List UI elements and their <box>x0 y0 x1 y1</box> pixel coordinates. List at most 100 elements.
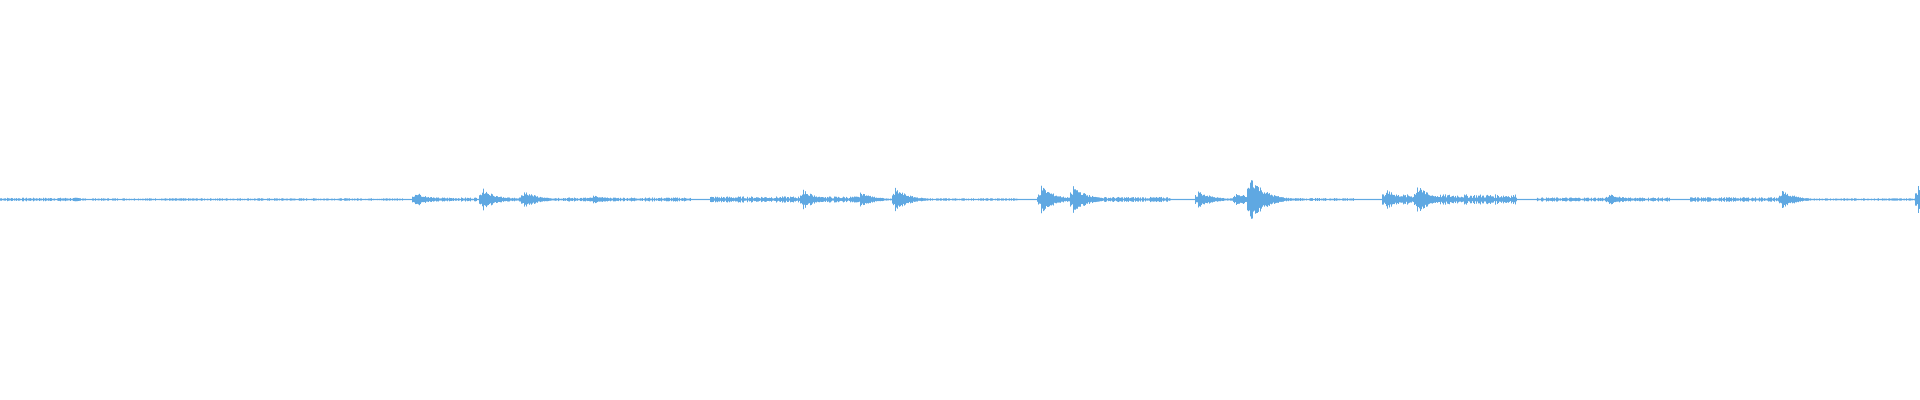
waveform-sample-bar <box>1404 195 1405 204</box>
waveform-sample-bar <box>253 198 254 201</box>
waveform-sample-bar <box>621 198 622 201</box>
waveform-sample-bar <box>45 197 46 202</box>
waveform-sample-bar <box>55 198 56 201</box>
waveform-sample-bar <box>666 197 667 202</box>
waveform-sample-bar <box>1140 197 1141 202</box>
waveform-sample-bar <box>1909 198 1910 201</box>
waveform-sample-bar <box>1259 191 1260 208</box>
waveform-sample-bar <box>235 198 236 201</box>
waveform-sample-bar <box>1322 198 1323 201</box>
waveform-sample-bar <box>1571 197 1572 202</box>
waveform-sample-bar <box>147 198 148 201</box>
waveform-sample-bar <box>1452 196 1453 203</box>
waveform-sample-bar <box>877 197 878 202</box>
waveform-sample-bar <box>1551 198 1552 201</box>
waveform-sample-bar <box>668 197 669 202</box>
waveform-sample-bar <box>1345 198 1346 201</box>
waveform-sample-bar <box>1430 195 1431 204</box>
waveform-sample-bar <box>1852 198 1853 201</box>
waveform-sample-bar <box>670 198 671 201</box>
waveform-sample-bar <box>581 197 582 202</box>
waveform-sample-bar <box>1625 197 1626 202</box>
waveform-sample-bar <box>1201 193 1202 206</box>
waveform-sample-bar <box>966 198 967 201</box>
waveform-sample-bar <box>1168 198 1169 201</box>
waveform-sample-bar <box>1136 198 1137 201</box>
waveform-sample-bar <box>1790 195 1791 204</box>
waveform-sample-bar <box>368 198 369 201</box>
waveform-sample-bar <box>1657 198 1658 201</box>
waveform-sample-bar <box>1487 194 1488 205</box>
waveform-sample-bar <box>1578 197 1579 202</box>
waveform-sample-bar <box>1137 197 1138 202</box>
waveform-sample-bar <box>963 198 964 201</box>
waveform-sample-bar <box>460 198 461 201</box>
waveform-sample-bar <box>1880 198 1881 201</box>
waveform-sample-bar <box>945 198 946 201</box>
waveform-sample-bar <box>632 198 633 201</box>
waveform-sample-bar <box>1730 197 1731 202</box>
waveform-sample-bar <box>1336 198 1337 201</box>
waveform-sample-bar <box>1407 194 1408 205</box>
waveform-sample-bar <box>841 198 842 201</box>
waveform-sample-bar <box>1300 197 1301 202</box>
waveform-sample-bar <box>1443 194 1444 205</box>
waveform-sample-bar <box>1149 198 1150 201</box>
waveform-sample-bar <box>599 197 600 202</box>
waveform-sample-bar <box>1208 196 1209 203</box>
waveform-sample-bar <box>1627 198 1628 201</box>
waveform-sample-bar <box>756 197 757 202</box>
waveform-sample-bar <box>1508 196 1509 203</box>
waveform-sample-bar <box>521 195 522 204</box>
waveform-sample-bar <box>85 198 86 201</box>
waveform-sample-bar <box>1904 198 1905 201</box>
waveform-sample-bar <box>997 198 998 201</box>
waveform-sample-bar <box>1038 194 1039 205</box>
waveform-sample-bar <box>794 197 795 202</box>
waveform-sample-bar <box>1001 198 1002 201</box>
waveform-sample-bar <box>224 198 225 201</box>
waveform-sample-bar <box>1329 198 1330 201</box>
waveform-sample-bar <box>1355 198 1356 201</box>
waveform-sample-bar <box>1275 195 1276 204</box>
waveform-sample-bar <box>838 196 839 203</box>
waveform-sample-bar <box>1230 198 1231 201</box>
waveform-sample-bar <box>508 197 509 202</box>
waveform-sample-bar <box>1183 198 1184 201</box>
waveform-sample-bar <box>128 198 129 201</box>
waveform-sample-bar <box>717 196 718 203</box>
waveform-sample-bar <box>1750 198 1751 201</box>
waveform-sample-bar <box>861 193 862 206</box>
waveform-sample-bar <box>1264 192 1265 207</box>
waveform-sample-bar <box>1388 193 1389 206</box>
waveform-sample-bar <box>939 198 940 201</box>
waveform-sample-bar <box>736 197 737 202</box>
waveform-sample-bar <box>836 196 837 203</box>
waveform-sample-bar <box>1384 196 1385 203</box>
waveform-sample-bar <box>1810 198 1811 201</box>
waveform-sample-bar <box>1642 197 1643 202</box>
waveform-sample-bar <box>796 198 797 201</box>
waveform-sample-bar <box>360 198 361 201</box>
waveform-sample-bar <box>1475 197 1476 202</box>
waveform-sample-bar <box>1387 190 1388 209</box>
playhead-cursor[interactable] <box>1918 186 1919 213</box>
waveform-sample-bar <box>110 198 111 201</box>
waveform-sample-bar <box>625 198 626 201</box>
waveform-sample-bar <box>959 198 960 201</box>
waveform-sample-bar <box>216 198 217 201</box>
waveform-sample-bar <box>117 198 118 201</box>
waveform-sample-bar <box>1914 198 1915 201</box>
waveform-sample-bar <box>1111 198 1112 201</box>
waveform-sample-bar <box>57 198 58 201</box>
waveform-sample-bar <box>124 198 125 201</box>
waveform-sample-bar <box>1644 198 1645 201</box>
waveform-sample-bar <box>1148 198 1149 201</box>
waveform-sample-bar <box>1512 197 1513 202</box>
waveform-sample-bar <box>387 198 388 201</box>
waveform-sample-bar <box>14 198 15 201</box>
waveform-sample-bar <box>798 196 799 203</box>
waveform-sample-bar <box>528 195 529 204</box>
